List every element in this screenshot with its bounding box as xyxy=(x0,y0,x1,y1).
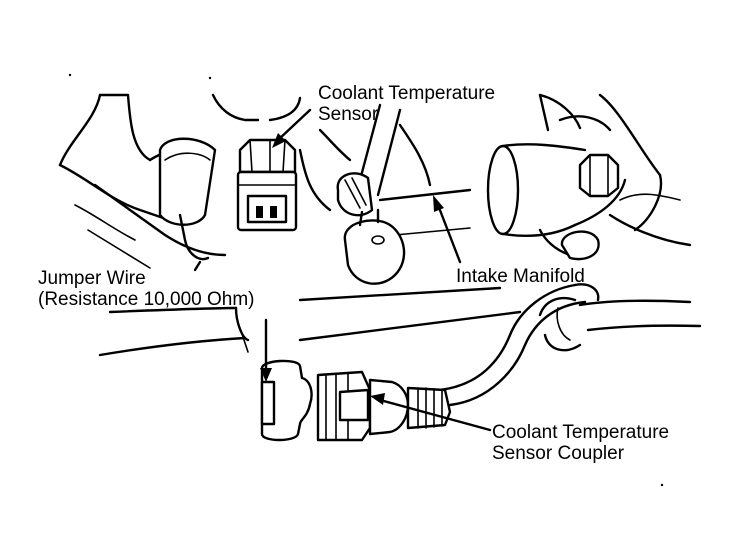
coolant-sensor-label-line2: Sensor xyxy=(318,104,379,125)
sensor-coupler xyxy=(260,359,452,442)
coolant-sensor-label: Coolant Temperature Sensor xyxy=(318,83,495,125)
engine-block-outline xyxy=(58,93,692,269)
callout-arrows xyxy=(260,108,492,432)
sensor-coupler-label: Coolant Temperature Sensor Coupler xyxy=(492,422,669,464)
jumper-wire-probe xyxy=(158,137,217,272)
intake-manifold-label: Intake Manifold xyxy=(456,266,585,287)
pipe-fitting xyxy=(486,143,627,261)
coolant-temperature-sensor xyxy=(236,138,298,232)
harness-tubes xyxy=(98,286,702,357)
coupler-wire xyxy=(438,283,600,407)
hose-clamp xyxy=(336,103,406,285)
jumper-wire-label: Jumper Wire (Resistance 10,000 Ohm) xyxy=(38,268,255,310)
jumper-wire-label-line1: Jumper Wire xyxy=(38,268,146,289)
print-specks xyxy=(68,73,664,487)
sensor-coupler-label-line2: Sensor Coupler xyxy=(492,443,625,464)
sensor-coupler-label-line1: Coolant Temperature xyxy=(492,422,670,443)
coolant-sensor-label-line1: Coolant Temperature xyxy=(318,83,496,104)
jumper-wire-label-line2: (Resistance 10,000 Ohm) xyxy=(38,289,255,310)
